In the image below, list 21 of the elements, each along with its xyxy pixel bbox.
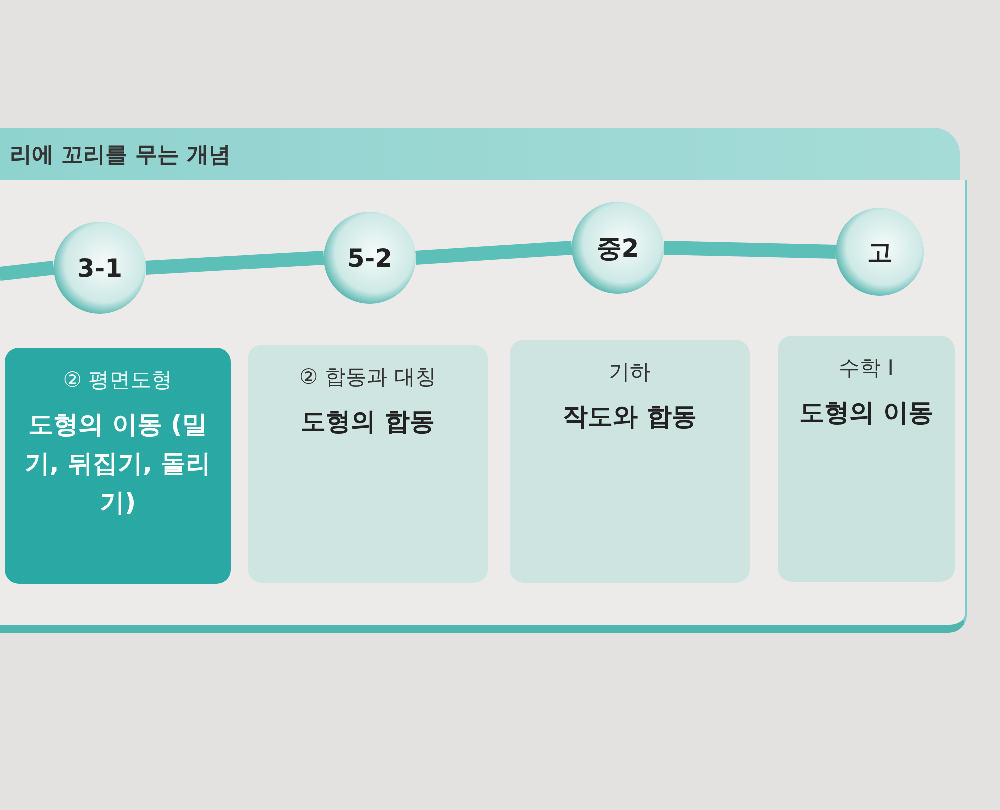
unit-name: 기하 <box>608 359 652 386</box>
grade-label: 5-2 <box>347 244 393 272</box>
topic-card <box>5 348 231 584</box>
grade-label: 고 <box>868 236 892 268</box>
grade-label: 3-1 <box>77 254 123 282</box>
connector-bar <box>416 241 572 265</box>
grade-label: 중2 <box>596 232 640 264</box>
connector-bar <box>146 251 324 275</box>
unit-name: 수학 Ⅰ <box>838 355 895 382</box>
topic-title: 작도와 합동 <box>562 401 698 433</box>
topic-title: 도형의 이동 <box>798 397 934 429</box>
topic-card <box>248 345 488 583</box>
topic-title: 도형의 이동 (밀기, 뒤집기, 돌리기) <box>24 409 212 518</box>
unit-name: ② 합동과 대칭 <box>298 364 438 391</box>
connector-bar <box>664 241 836 259</box>
title: 리에 꼬리를 무는 개념 <box>10 142 231 170</box>
connector-bar <box>0 261 55 281</box>
unit-name: ② 평면도형 <box>62 367 174 394</box>
topic-card <box>778 336 955 582</box>
topic-title: 도형의 합동 <box>300 406 436 438</box>
topic-card <box>510 340 750 583</box>
